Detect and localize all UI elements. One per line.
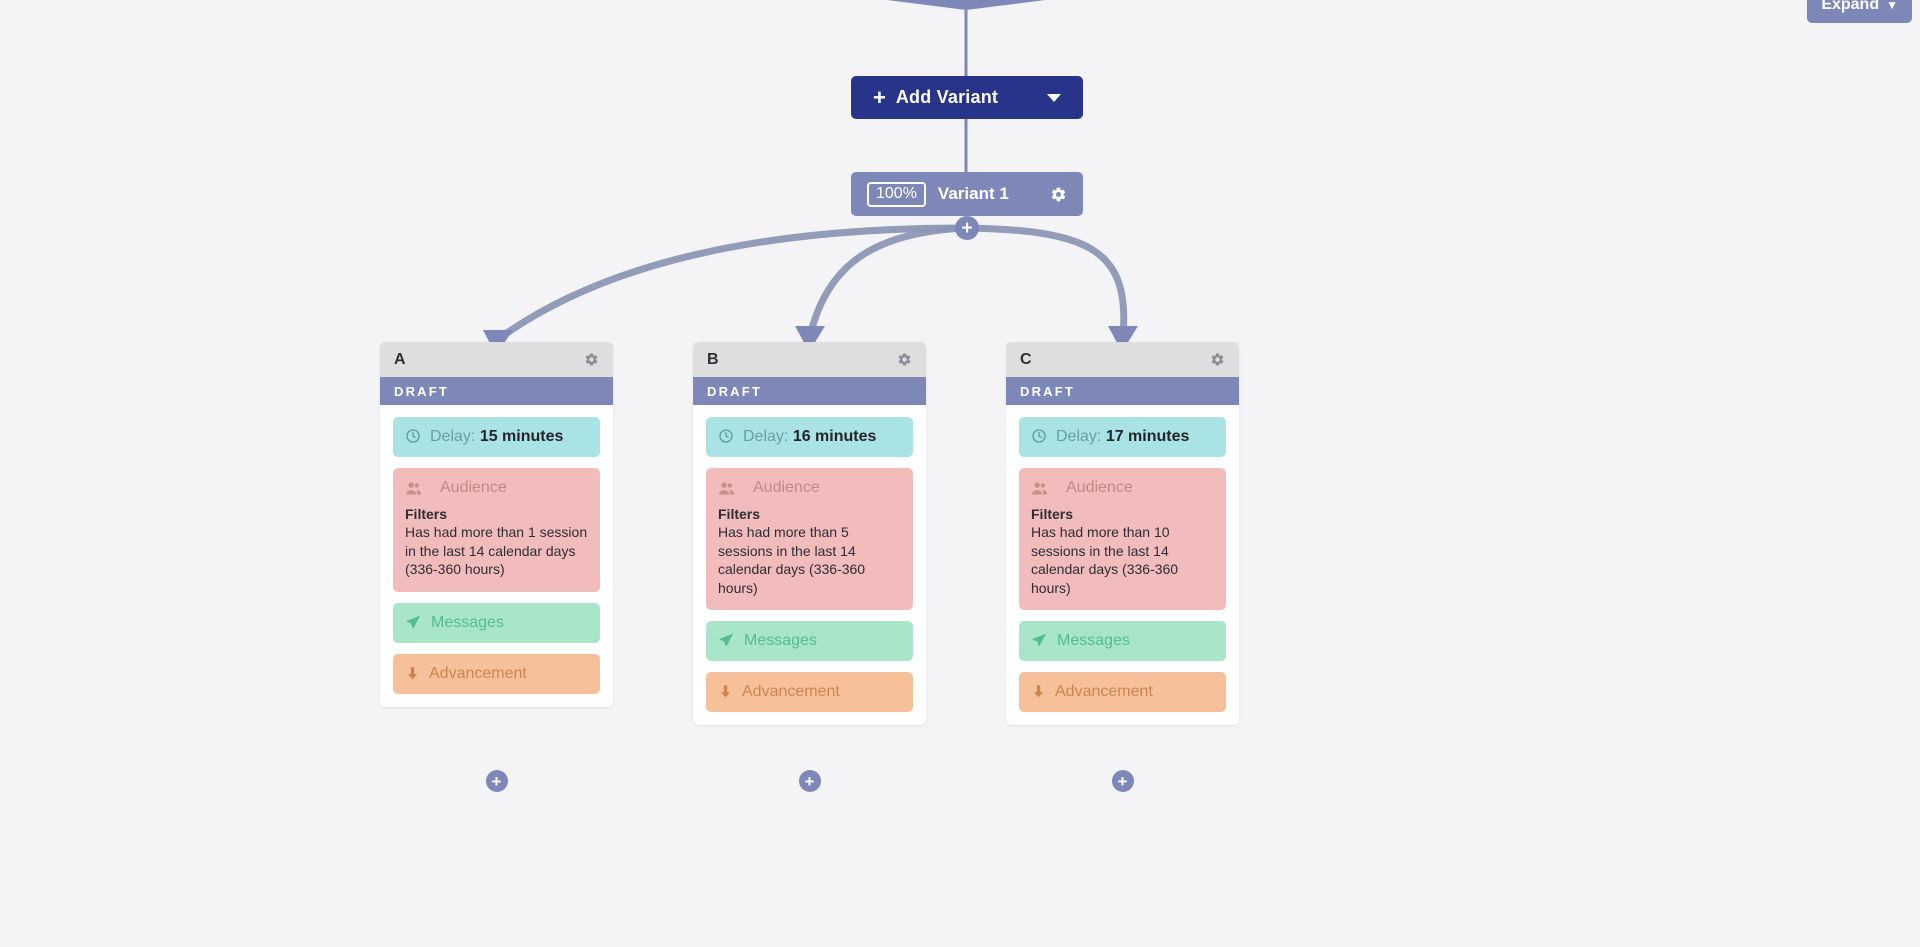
branch-card-header: B	[693, 342, 926, 377]
branch-card-header: A	[380, 342, 613, 377]
arrow-down-icon	[718, 683, 733, 700]
filters-text: Has had more than 5 sessions in the last…	[718, 524, 866, 596]
variant-name: Variant 1	[937, 184, 1009, 203]
filters-text: Has had more than 1 session in the last …	[405, 524, 588, 577]
add-variant-button[interactable]: + Add Variant	[851, 76, 1083, 119]
messages-row[interactable]: Messages	[706, 621, 913, 661]
add-variant-label: Add Variant	[895, 87, 999, 107]
users-icon	[405, 481, 422, 496]
clock-icon	[718, 428, 734, 444]
audience-label: Audience	[753, 479, 820, 496]
upstream-funnel-node	[733, 0, 1199, 10]
messages-row[interactable]: Messages	[1019, 621, 1226, 661]
variant-percent-badge: 100%	[867, 181, 926, 207]
advancement-row[interactable]: Advancement	[706, 672, 913, 712]
status-badge: DRAFT	[693, 377, 926, 405]
users-icon	[1031, 481, 1048, 496]
add-branch-node-button[interactable]: +	[955, 216, 979, 240]
gear-icon[interactable]	[1210, 352, 1225, 367]
variant-bar[interactable]: 100% Variant 1	[851, 172, 1083, 216]
paper-plane-icon	[718, 632, 735, 648]
delay-row[interactable]: Delay: 15 minutes	[393, 417, 600, 457]
delay-value: 16 minutes	[792, 428, 877, 445]
delay-label: Delay:	[743, 428, 789, 445]
messages-row[interactable]: Messages	[393, 602, 600, 643]
filters-title: Filters	[405, 506, 448, 522]
delay-row[interactable]: Delay: 17 minutes	[1019, 417, 1226, 457]
branch-card-title: A	[394, 350, 406, 368]
delay-label: Delay:	[1056, 428, 1102, 445]
expand-button-label: Expand	[1821, 0, 1880, 13]
gear-icon[interactable]	[584, 352, 599, 367]
advancement-label: Advancement	[742, 683, 840, 700]
clock-icon	[1031, 428, 1047, 444]
messages-label: Messages	[431, 613, 504, 631]
branch-card-header: C	[1006, 342, 1239, 377]
arrow-down-icon	[1031, 683, 1046, 700]
delay-value: 15 minutes	[479, 428, 564, 445]
advancement-label: Advancement	[429, 664, 527, 682]
gear-icon[interactable]	[897, 352, 912, 367]
delay-value: 17 minutes	[1105, 428, 1190, 445]
caret-down-icon[interactable]	[1047, 93, 1061, 102]
advancement-row[interactable]: Advancement	[1019, 672, 1226, 712]
filters-title: Filters	[1031, 506, 1074, 522]
gear-icon[interactable]	[1050, 186, 1067, 203]
delay-label: Delay:	[430, 428, 476, 445]
branch-card-title: B	[707, 350, 719, 368]
filters-title: Filters	[718, 506, 761, 522]
users-icon	[718, 481, 735, 496]
advancement-row[interactable]: Advancement	[393, 653, 600, 694]
messages-label: Messages	[1057, 632, 1130, 649]
add-step-button[interactable]: +	[1111, 770, 1134, 792]
advancement-label: Advancement	[1055, 683, 1153, 700]
filters-text: Has had more than 10 sessions in the las…	[1031, 524, 1179, 596]
paper-plane-icon	[1031, 632, 1048, 648]
add-step-button[interactable]: +	[798, 770, 821, 792]
audience-label: Audience	[440, 479, 507, 496]
audience-label: Audience	[1066, 479, 1133, 496]
branch-card-title: C	[1020, 350, 1032, 368]
expand-button[interactable]: Expand ▼	[1807, 0, 1912, 23]
paper-plane-icon	[405, 614, 422, 630]
status-badge: DRAFT	[1006, 377, 1239, 405]
add-step-button[interactable]: +	[485, 770, 508, 792]
plus-icon: +	[873, 84, 886, 110]
messages-label: Messages	[744, 632, 817, 649]
chevron-down-icon: ▼	[1886, 0, 1898, 12]
arrow-down-icon	[405, 665, 420, 682]
clock-icon	[405, 428, 421, 444]
status-badge: DRAFT	[380, 377, 613, 405]
delay-row[interactable]: Delay: 16 minutes	[706, 417, 913, 457]
